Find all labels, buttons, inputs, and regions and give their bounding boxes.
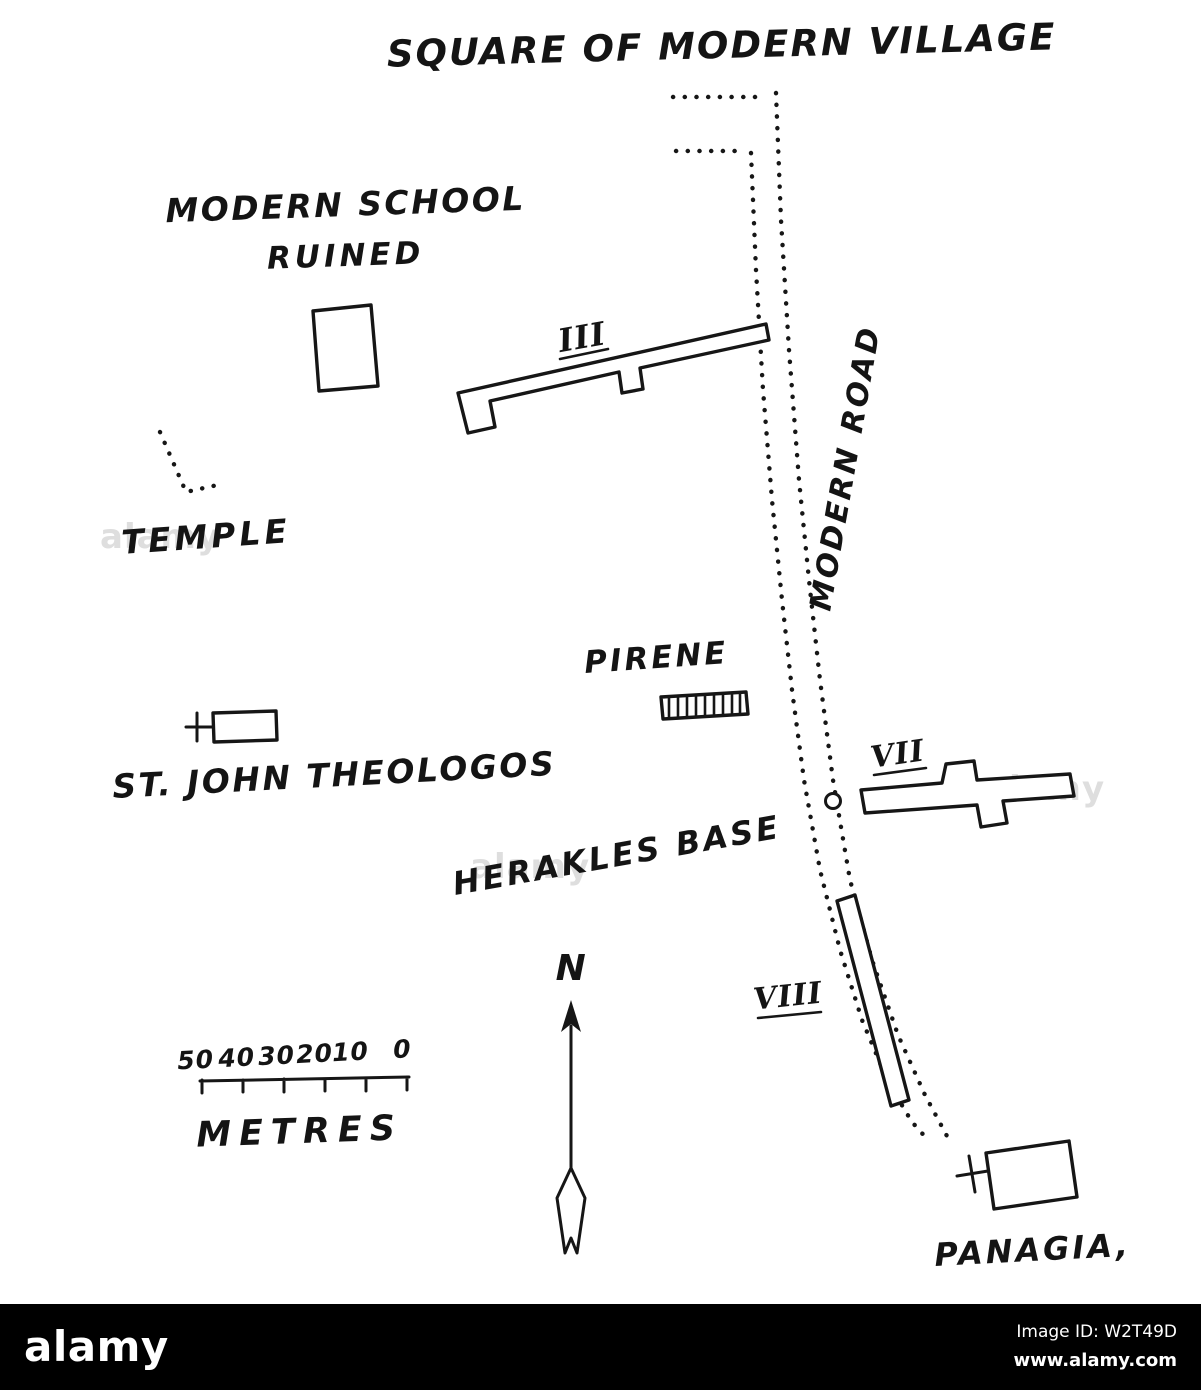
- label-st-john-theologos: ST. JOHN THEOLOGOS: [111, 744, 557, 806]
- north-arrow-head: [561, 1000, 581, 1032]
- ghost-watermark: alamy: [470, 847, 590, 887]
- image-id-text: Image ID: W2T49D: [1016, 1322, 1177, 1343]
- herakles-base-marker: [824, 792, 842, 810]
- alamy-url-text: www.alamy.com: [1013, 1350, 1177, 1372]
- alamy-watermark-bar: alamy Image ID: W2T49D www.alamy.com: [0, 1304, 1201, 1390]
- panagia-church: [984, 1139, 1079, 1211]
- temple-dotted-trace: [157, 429, 225, 495]
- numeral-iii-underline: [558, 347, 610, 361]
- label-pirene: PIRENE: [583, 635, 730, 681]
- wall-iii-structure: [456, 322, 771, 435]
- scale-tick-label: 0: [392, 1034, 412, 1064]
- label-modern-school: MODERN SCHOOL: [165, 179, 527, 231]
- label-numeral-viii: VIII: [752, 976, 825, 1018]
- pirene-hatching: [667, 691, 742, 719]
- alamy-logo: alamy: [24, 1322, 169, 1371]
- label-modern-road: MODERN ROAD: [803, 323, 888, 614]
- modern-road-right-edge: [773, 90, 951, 1141]
- watermark-meta: Image ID: W2T49D www.alamy.com: [1013, 1318, 1177, 1376]
- panagia-cross-icon: [955, 1154, 990, 1194]
- scale-tick-label: 40: [217, 1042, 256, 1073]
- label-north: N: [556, 948, 589, 989]
- label-square-of-modern-village: SQUARE OF MODERN VILLAGE: [386, 15, 1057, 76]
- modern-school-building: [311, 303, 380, 393]
- label-numeral-iii: III: [554, 314, 609, 360]
- numeral-viii-underline: [756, 1010, 823, 1020]
- site-plan-map: alamy alamy alamy 50 40 30 20: [100, 15, 1132, 1274]
- label-panagia: PANAGIA,: [933, 1226, 1131, 1274]
- scale-tick-label: 10: [331, 1036, 369, 1067]
- st-john-cross-icon: [184, 711, 215, 743]
- st-john-chapel: [211, 709, 279, 744]
- scale-tick-labels: 50 40 30 20 10 0: [177, 1034, 413, 1075]
- label-ruined: RUINED: [266, 235, 425, 276]
- scale-units-label: METRES: [196, 1108, 404, 1155]
- scale-tick-label: 30: [257, 1040, 295, 1071]
- wall-vii-cross-structure: [859, 759, 1076, 829]
- north-arrow-fletching: [555, 1166, 587, 1255]
- ghost-watermark: alamy: [100, 517, 220, 557]
- scale-tick-label: 20: [295, 1038, 333, 1069]
- scale-tick-label: 50: [177, 1045, 215, 1076]
- wall-viii-structure: [835, 893, 911, 1108]
- numeral-vii-underline: [872, 766, 928, 777]
- scale-bar-line: [198, 1075, 411, 1095]
